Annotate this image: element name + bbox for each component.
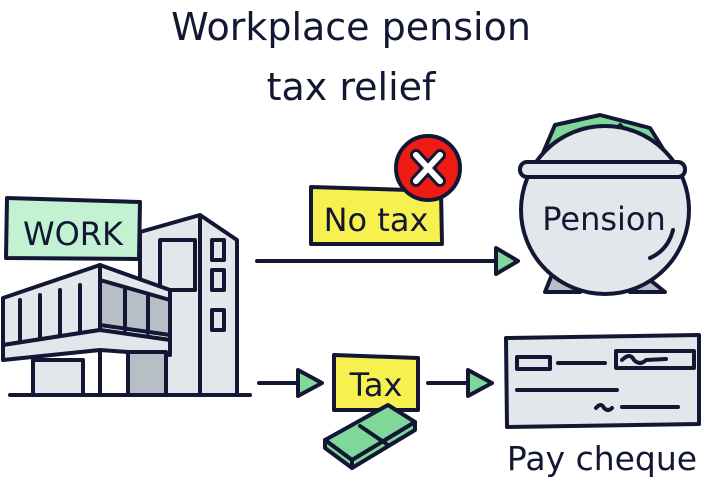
pension-pot-icon: Pension <box>518 113 691 296</box>
work-sign: WORK <box>4 196 142 261</box>
arrow-to-cheque <box>426 368 494 398</box>
tax-text: Tax <box>349 366 403 404</box>
title-line-2: tax relief <box>267 65 437 109</box>
pension-text: Pension <box>542 200 666 238</box>
arrow-to-pension <box>255 246 520 276</box>
office-building-icon <box>1 213 252 397</box>
arrow-to-tax <box>257 368 324 398</box>
red-x-icon <box>394 134 462 202</box>
pay-cheque-icon <box>504 333 701 429</box>
no-tax-label: No tax <box>309 185 444 246</box>
money-stack-icon <box>323 403 417 470</box>
no-tax-text: No tax <box>324 201 429 239</box>
work-sign-text: WORK <box>23 215 124 253</box>
title-line-1: Workplace pension <box>171 5 531 49</box>
pay-cheque-text: Pay cheque <box>507 439 697 478</box>
tax-label: Tax <box>332 353 420 412</box>
